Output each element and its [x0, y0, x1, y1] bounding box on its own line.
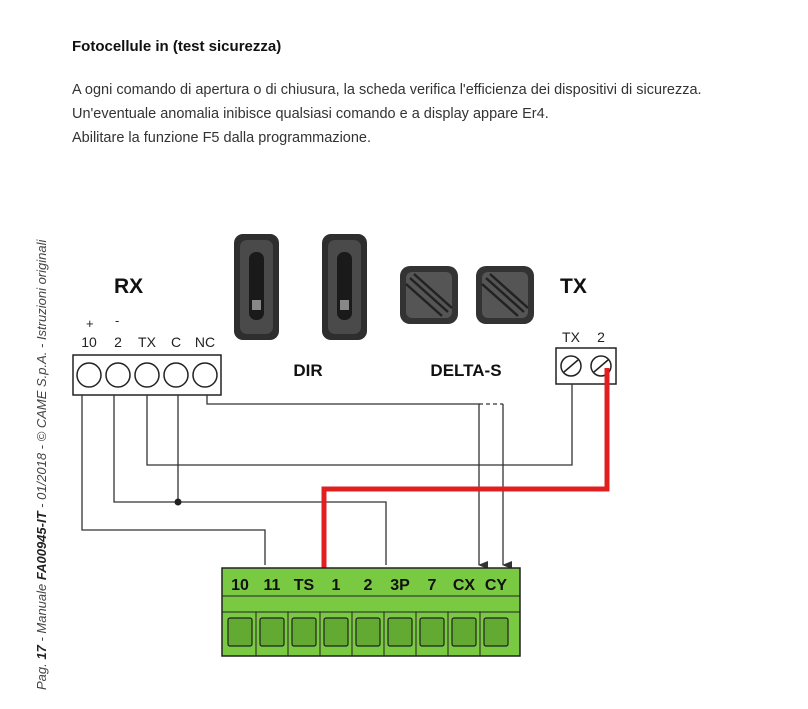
tx-terminal-label: 2 — [597, 329, 605, 345]
rx-terminal-label: NC — [195, 334, 215, 350]
board-terminal-label: 10 — [231, 577, 249, 594]
control-board-terminal-strip — [221, 567, 521, 657]
rx-terminal-label: 2 — [114, 334, 122, 350]
rx-terminal-label: 10 — [81, 334, 97, 350]
board-terminal-label: 2 — [364, 577, 373, 594]
board-terminal-label: 11 — [264, 577, 281, 594]
board-terminal-label: TS — [294, 577, 315, 594]
wire-junction — [174, 498, 182, 506]
rx-terminal-labels: 10 2 TX C NC — [81, 334, 215, 350]
delta-s-label: DELTA-S — [430, 361, 501, 380]
tx-label: TX — [560, 275, 587, 298]
ts-highlight-wire — [321, 368, 610, 568]
board-terminal-labels: 10 11 TS 1 2 3P 7 CX CY — [231, 577, 507, 594]
rx-polarity-minus: - — [115, 313, 119, 328]
board-terminal-label: 1 — [332, 577, 341, 594]
wires — [81, 384, 573, 569]
description-line-2: Un'eventuale anomalia inibisce qualsiasi… — [72, 106, 549, 122]
dir-photocell-icon — [234, 234, 367, 340]
rx-terminal-label: C — [171, 334, 181, 350]
rx-label: RX — [114, 275, 143, 298]
delta-s-photocell-icon — [400, 266, 534, 324]
rx-terminal-label: TX — [138, 334, 157, 350]
description-line-3: Abilitare la funzione F5 dalla programma… — [72, 130, 372, 146]
board-terminal-label: 3P — [390, 577, 410, 594]
rx-terminal-block — [72, 354, 222, 396]
board-terminal-label: CY — [485, 577, 508, 594]
tx-terminal-label: TX — [562, 329, 581, 345]
board-terminal-label: CX — [453, 577, 476, 594]
rx-polarity-plus: + — [86, 316, 94, 331]
dir-label: DIR — [293, 361, 322, 380]
description-line-1: A ogni comando di apertura o di chiusura… — [72, 82, 702, 98]
section-heading: Fotocellule in (test sicurezza) — [72, 38, 282, 55]
board-terminal-label: 7 — [428, 577, 437, 594]
